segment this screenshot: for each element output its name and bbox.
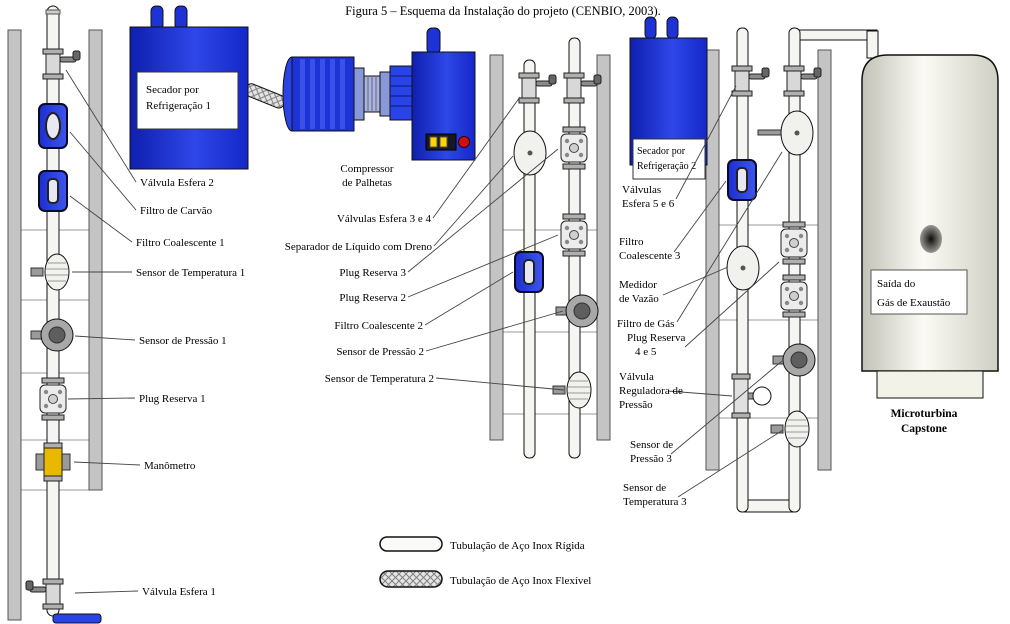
label-filtro-coalescente-1: Filtro Coalescente 1 xyxy=(136,237,225,249)
microturbine-label-line1: Microturbina xyxy=(891,408,958,420)
support-rails xyxy=(7,29,832,621)
exhaust-port-icon xyxy=(920,225,942,253)
label-plug-reserva-4-5-line1: Plug Reserva xyxy=(627,332,685,344)
temperature-sensor-3-symbol xyxy=(770,410,810,448)
flow-meter-symbol xyxy=(726,245,760,291)
rigid-pipe-legend-icon xyxy=(379,536,443,552)
legend-flexible-label: Tubulação de Aço Inox Flexível xyxy=(450,575,591,587)
dryer-2: Secador por Refrigeração 2 xyxy=(629,16,708,180)
label-separador-liquido: Separador de Líquido com Dreno xyxy=(285,241,433,253)
label-valvula-esfera-2: Válvula Esfera 2 xyxy=(140,177,214,189)
label-valvula-esfera-1: Válvula Esfera 1 xyxy=(142,586,216,598)
red-button-icon xyxy=(458,136,470,148)
carbon-filter-symbol xyxy=(38,103,68,149)
ball-valve-1-symbol xyxy=(25,578,64,610)
label-sensor-temperatura-3-line2: Temperatura 3 xyxy=(623,496,687,508)
liquid-separator-symbol xyxy=(513,130,547,176)
label-sensor-pressao-3-line1: Sensor de xyxy=(630,439,673,451)
dryer-1: Secador por Refrigeração 1 xyxy=(129,5,249,170)
label-plug-reserva-2: Plug Reserva 2 xyxy=(339,292,406,304)
temperature-sensor-2-symbol xyxy=(552,371,592,409)
label-medidor-vazao-line1: Medidor xyxy=(619,279,657,291)
label-sensor-temperatura-2: Sensor de Temperatura 2 xyxy=(325,373,434,385)
label-filtro-gas: Filtro de Gás xyxy=(617,318,674,330)
figure-title: Figura 5 – Esquema da Instalação do proj… xyxy=(345,4,661,18)
dryer-2-label-line2: Refrigeração 2 xyxy=(637,161,696,172)
ball-valve-6-symbol xyxy=(783,65,822,97)
label-valvula-reguladora-line3: Pressão xyxy=(619,399,653,411)
right-labels: Válvulas Esfera 5 e 6 Filtro Coalescente… xyxy=(617,184,687,508)
compressor: Compressor de Palhetas xyxy=(282,27,476,189)
dryer-1-label-line2: Refrigeração 1 xyxy=(146,100,211,112)
compressor-label-line1: Compressor xyxy=(340,163,394,175)
label-filtro-carvao: Filtro de Carvão xyxy=(140,205,213,217)
flexible-pipe-legend-icon xyxy=(379,570,443,588)
ball-valve-2-symbol xyxy=(42,48,81,80)
label-filtro-coalescente-2: Filtro Coalescente 2 xyxy=(334,320,423,332)
gas-filter-stem xyxy=(757,129,783,136)
pressure-sensor-1-symbol xyxy=(30,318,74,352)
label-valvulas-esfera-5-6-line2: Esfera 5 e 6 xyxy=(622,198,675,210)
dryer-1-label-line1: Secador por xyxy=(146,84,199,96)
label-plug-reserva-4-5-line2: 4 e 5 xyxy=(635,346,657,358)
exhaust-label-line2: Gás de Exaustão xyxy=(877,297,951,309)
legend-rigid-label: Tubulação de Aço Inox Rígida xyxy=(450,540,585,552)
label-sensor-temperatura-1: Sensor de Temperatura 1 xyxy=(136,267,245,279)
microturbine-label-line2: Capstone xyxy=(901,423,947,435)
legend: Tubulação de Aço Inox Rígida Tubulação d… xyxy=(379,536,591,588)
indicator-lamp-icon xyxy=(439,136,448,148)
middle-labels: Válvulas Esfera 3 e 4 Separador de Líqui… xyxy=(285,213,434,385)
gas-filter-symbol xyxy=(780,110,814,156)
exhaust-label-line1: Saída do xyxy=(877,278,916,290)
ball-valve-3-symbol xyxy=(518,72,557,104)
label-valvulas-esfera-5-6-line1: Válvulas xyxy=(622,184,661,196)
label-filtro-coalescente-3-line2: Coalescente 3 xyxy=(619,250,681,262)
label-valvulas-esfera-3-4: Válvulas Esfera 3 e 4 xyxy=(337,213,432,225)
indicator-lamp-icon xyxy=(429,136,438,148)
microturbine: Saída do Gás de Exaustão Microturbina Ca… xyxy=(861,54,999,435)
ball-valve-4-symbol xyxy=(563,72,602,104)
flexible-hose xyxy=(244,83,286,109)
compressor-label-line2: de Palhetas xyxy=(342,177,392,189)
left-labels: Válvula Esfera 2 Filtro de Carvão Filtro… xyxy=(136,177,245,598)
pressure-regulating-valve-symbol xyxy=(731,373,772,419)
label-sensor-temperatura-3-line1: Sensor de xyxy=(623,482,666,494)
pressure-sensor-3-symbol xyxy=(772,343,816,377)
label-sensor-pressao-2: Sensor de Pressão 2 xyxy=(336,346,424,358)
coalescing-filter-1-symbol xyxy=(38,170,68,212)
coalescing-filter-3-symbol xyxy=(727,159,757,201)
label-filtro-coalescente-3-line1: Filtro xyxy=(619,236,644,248)
coalescing-filter-2-symbol xyxy=(514,251,544,293)
label-plug-reserva-3: Plug Reserva 3 xyxy=(339,267,406,279)
label-valvula-reguladora-line2: Reguladora de xyxy=(619,385,683,397)
label-medidor-vazao-line2: de Vazão xyxy=(619,293,659,305)
ball-valve-5-symbol xyxy=(731,65,770,97)
label-valvula-reguladora-line1: Válvula xyxy=(619,371,654,383)
leader-lines xyxy=(65,69,784,594)
label-sensor-pressao-1: Sensor de Pressão 1 xyxy=(139,335,227,347)
label-sensor-pressao-3-line2: Pressão 3 xyxy=(630,453,672,465)
dryer-2-label-line1: Secador por xyxy=(637,146,686,157)
manometer-symbol xyxy=(35,442,71,482)
label-plug-reserva-1: Plug Reserva 1 xyxy=(139,393,206,405)
label-manometro: Manômetro xyxy=(144,460,196,472)
temperature-sensor-1-symbol xyxy=(30,253,70,291)
